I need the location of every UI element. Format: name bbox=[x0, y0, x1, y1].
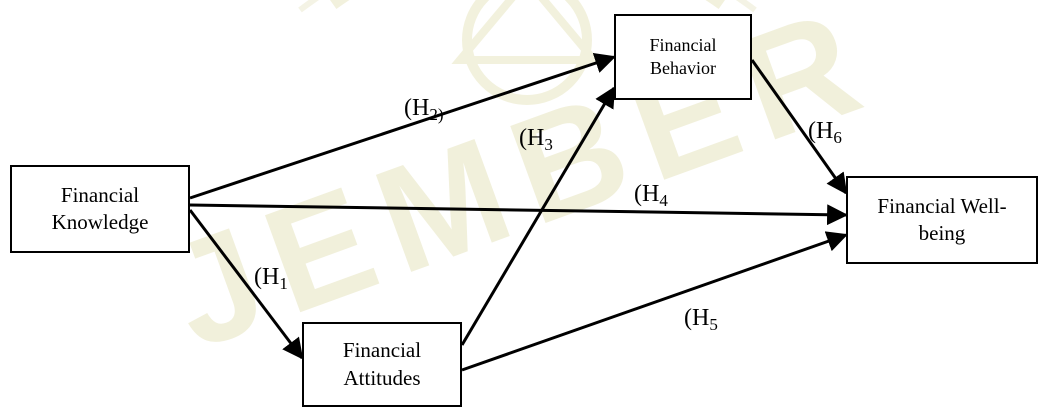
node-financial-attitudes: Financial Attitudes bbox=[302, 322, 462, 407]
node-financial-knowledge: Financial Knowledge bbox=[10, 165, 190, 253]
hypothesis-label-h4: (H4 bbox=[634, 181, 668, 210]
hypothesis-label-h2: (H2) bbox=[404, 95, 444, 124]
node-financial-knowledge-label: Financial Knowledge bbox=[51, 182, 149, 234]
arrow-attitudes-to-wellbeing bbox=[461, 231, 848, 372]
arrow-knowledge-to-wellbeing bbox=[189, 203, 849, 226]
node-financial-behavior: Financial Behavior bbox=[614, 14, 752, 100]
hypothesis-label-h6: (H6 bbox=[808, 118, 842, 147]
hypothesis-label-h3: (H3 bbox=[519, 125, 553, 154]
node-financial-attitudes-label: Financial Attitudes bbox=[342, 338, 422, 390]
hypothesis-label-h1: (H1 bbox=[254, 264, 288, 293]
hypothesis-label-h5: (H5 bbox=[684, 305, 718, 334]
node-financial-behavior-label: Financial Behavior bbox=[649, 34, 717, 78]
node-financial-wellbeing-label: Financial Well- being bbox=[877, 193, 1007, 245]
arrow-knowledge-to-behavior bbox=[189, 53, 616, 200]
node-financial-wellbeing: Financial Well- being bbox=[846, 176, 1038, 264]
arrow-attitudes-to-behavior bbox=[460, 86, 616, 346]
arrow-behavior-to-wellbeing bbox=[750, 59, 848, 195]
arrow-knowledge-to-attitudes bbox=[188, 209, 304, 360]
